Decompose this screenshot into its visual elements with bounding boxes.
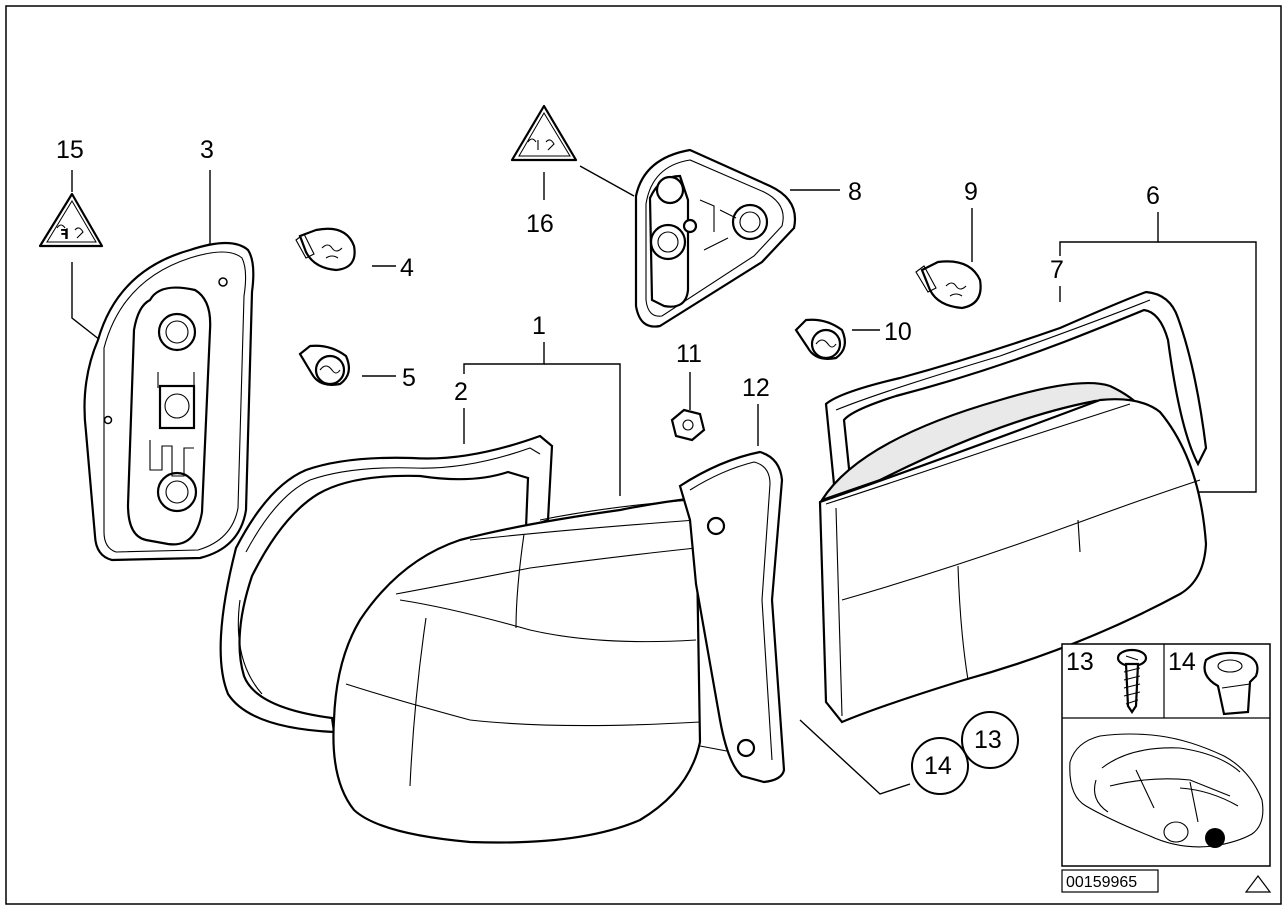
svg-text:00159965: 00159965 xyxy=(1066,874,1137,891)
car-location-icon xyxy=(1069,733,1264,848)
gasket-left xyxy=(219,434,554,734)
bulb-4 xyxy=(295,227,356,272)
inset-label-14: 14 xyxy=(1168,648,1196,676)
warning-triangle-icon: ꟻ xyxy=(38,192,104,248)
inset-label-13: 13 xyxy=(1066,648,1094,676)
bulb-carrier-left xyxy=(83,241,255,562)
svg-text:13: 13 xyxy=(974,726,1002,754)
frame-border xyxy=(5,5,1282,905)
label-15: 15 xyxy=(56,136,84,164)
label-16: 16 xyxy=(526,210,554,238)
label-2: 2 xyxy=(454,378,468,406)
label-11: 11 xyxy=(676,340,702,368)
clip-nut-14 xyxy=(1203,651,1259,716)
label-10: 10 xyxy=(884,318,912,346)
bulb-5 xyxy=(298,344,351,386)
callout-circle-14: 14 xyxy=(911,737,969,795)
corner-triangle-icon xyxy=(1244,875,1272,893)
bracket-12 xyxy=(678,450,786,784)
label-4: 4 xyxy=(400,254,414,282)
svg-text:ꟻ: ꟻ xyxy=(60,227,69,242)
diagram-number-box: 00159965 xyxy=(1061,869,1159,893)
svg-text:14: 14 xyxy=(924,752,952,780)
bulb-9 xyxy=(915,260,982,310)
label-7: 7 xyxy=(1050,256,1064,284)
inset-panel: 13 14 xyxy=(1061,643,1271,867)
label-6: 6 xyxy=(1146,182,1160,210)
nut-11 xyxy=(670,408,706,442)
label-9: 9 xyxy=(964,178,978,206)
gasket-right xyxy=(824,290,1208,486)
label-3: 3 xyxy=(200,136,214,164)
label-5: 5 xyxy=(402,364,416,392)
label-8: 8 xyxy=(848,178,862,206)
bulb-carrier-inner xyxy=(634,148,797,328)
tail-light-outer xyxy=(332,496,733,844)
callout-circle-13: 13 xyxy=(961,711,1019,769)
bulb-10 xyxy=(794,318,847,360)
label-1: 1 xyxy=(532,312,546,340)
warning-triangle-icon xyxy=(510,104,578,162)
tail-light-inner xyxy=(818,381,1208,724)
label-12: 12 xyxy=(742,374,770,402)
screw-13 xyxy=(1116,648,1148,714)
